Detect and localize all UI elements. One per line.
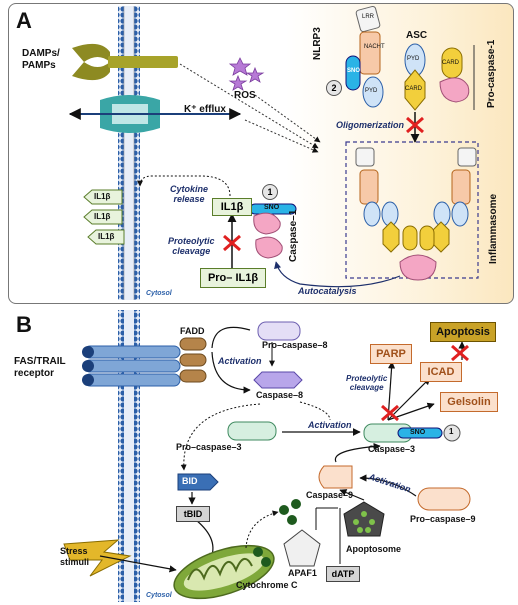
icad-box: ICAD [420, 362, 462, 382]
datp-box: dATP [326, 566, 360, 582]
cytosol-label-b: Cytosol [146, 592, 172, 599]
caspase9-shape [318, 465, 353, 489]
cytochrome-c-dots [253, 499, 301, 567]
membrane-a [118, 6, 140, 300]
fas-receptor-label: FAS/TRAIL receptor [14, 356, 66, 379]
trigger-arrows [179, 63, 321, 153]
card-label-procasp1: CARD [442, 60, 460, 66]
activation-label-1: Activation [218, 356, 262, 366]
caspase3-sno [397, 427, 443, 439]
inflammasome-label: Inflammasome [488, 193, 499, 264]
caspase1-shapes [249, 203, 297, 259]
potassium-channel [68, 95, 242, 133]
pro-il1b-box: Pro– IL1β [200, 268, 266, 288]
caspase9-label: Caspase–9 [306, 490, 354, 500]
il1b-box: IL1β [212, 198, 252, 216]
asc-label: ASC [406, 30, 428, 41]
activation-label-2: Activation [308, 420, 352, 430]
pro-caspase3-shape [227, 421, 277, 441]
apaf1-label: APAF1 [288, 568, 317, 578]
caspase8-label: Caspase–8 [256, 390, 304, 400]
pro-caspase8-label: Pro–caspase–8 [262, 340, 328, 350]
lrr-label: LRR [362, 14, 375, 20]
bid-label: BID [182, 476, 198, 486]
apoptosome-icon [343, 501, 385, 537]
pro-caspase9-shape [417, 487, 471, 511]
asc-monomer [404, 43, 426, 111]
tbid-box: tBID [176, 506, 210, 522]
apaf1-icon [283, 529, 321, 567]
circle-1-b: 1 [449, 427, 454, 436]
circle-2: 2 [326, 80, 342, 96]
inhibit-x-oligomerization [406, 116, 424, 134]
caspase1-label: Caspase–1 [288, 209, 299, 262]
pro-caspase3-label: Pro–caspase–3 [176, 442, 242, 452]
autocatalysis-label: Autocatalysis [298, 286, 357, 296]
inflammasome-complex [355, 147, 477, 281]
sno-label-b: SNO [410, 429, 426, 436]
pro-caspase1-monomer [439, 47, 470, 103]
released-il1b-tags [83, 189, 125, 245]
pyd-label-nlrp3: PYD [365, 88, 378, 94]
caspase8-shape [253, 371, 303, 389]
cytokine-release-label: Cytokine release [170, 184, 209, 204]
card-label-asc: CARD [405, 86, 423, 92]
circle-1-a: 1 [262, 184, 278, 200]
proteolytic-cleavage-label-a: Proteolytic cleavage [168, 236, 215, 256]
pro-caspase1-label: Pro-caspase-1 [486, 39, 497, 108]
parp-box: PARP [370, 344, 412, 364]
k-efflux-label: K⁺ efflux [184, 104, 226, 115]
panel-a-label: A [16, 8, 32, 33]
inhibit-x-apoptosis [451, 344, 469, 362]
nlrp3-monomer [345, 5, 384, 108]
cytosol-label-a: Cytosol [146, 290, 172, 297]
inhibit-x-cleavage [223, 234, 241, 252]
damps-label: DAMPs/ PAMPs [22, 48, 60, 71]
pro-caspase9-label: Pro–caspase–9 [410, 514, 476, 524]
caspase3-label: Caspase–3 [368, 444, 416, 454]
pyd-label-asc: PYD [407, 56, 420, 62]
mitochondrion-icon [173, 544, 275, 600]
sno-label-caspase1: SNO [264, 204, 280, 211]
panel-b-label: B [16, 312, 32, 337]
stress-stimuli-label: Stress stimuli [60, 546, 90, 567]
fadd-label: FADD [180, 326, 205, 336]
apoptosis-box: Apoptosis [430, 322, 496, 342]
ros-icon [228, 57, 265, 91]
released-il1b-3: IL1β [98, 232, 115, 241]
gelsolin-box: Gelsolin [440, 392, 498, 412]
nacht-label: NACHT [364, 44, 385, 50]
stress-lightning-icon [63, 539, 132, 577]
pro-caspase8-shape [257, 321, 301, 341]
inhibit-x-caspase3 [381, 404, 399, 422]
cytochrome-c-label: Cytochrome C [236, 580, 298, 590]
released-il1b-2: IL1β [94, 212, 111, 221]
bid-tag-shape [177, 473, 219, 491]
proteolytic-cleavage-label-b: Proteolytic cleavage [346, 374, 388, 392]
damps-receptor [72, 43, 178, 81]
sno-label-a: SNO [347, 68, 361, 74]
nlrp3-label: NLRP3 [312, 27, 323, 60]
released-il1b-1: IL1β [94, 192, 111, 201]
apoptosome-label: Apoptosome [346, 544, 401, 554]
fas-receptor-trimer [82, 337, 207, 387]
inflammasome-box [345, 141, 479, 279]
ros-label: ROS [234, 90, 256, 101]
caspase3-circle [443, 424, 461, 442]
oligomerization-label: Oligomerization [336, 120, 405, 130]
